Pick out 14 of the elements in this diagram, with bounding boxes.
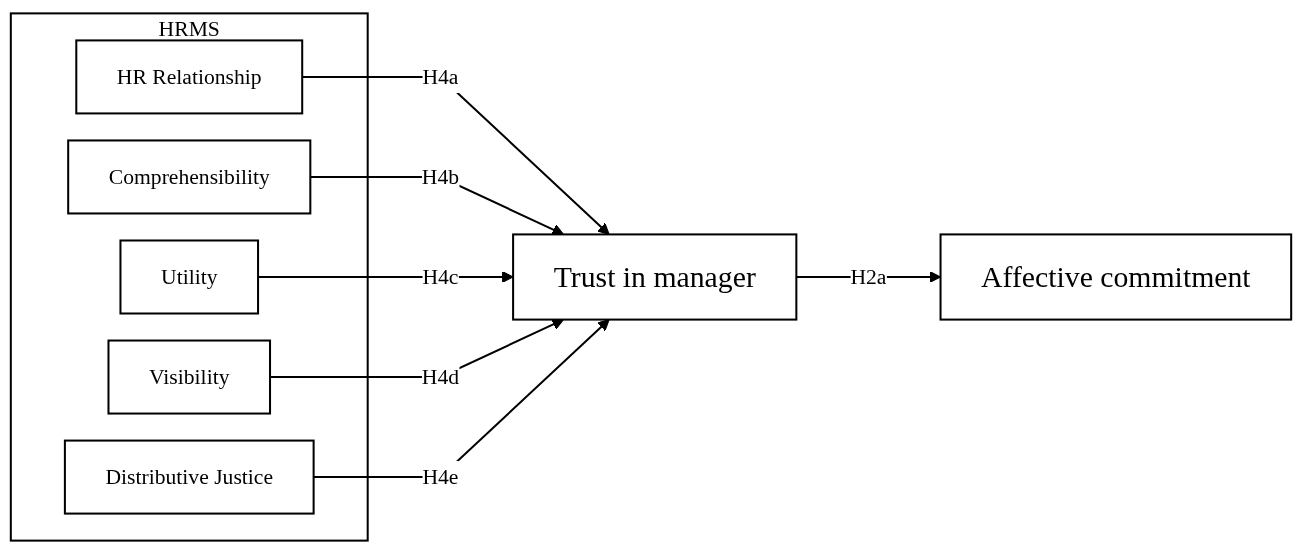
edge-label: H4a (422, 64, 459, 88)
edge-label: H4b (421, 164, 460, 188)
arrow (313, 319, 610, 479)
node-box: HR Relationship (75, 39, 304, 115)
edge-label: H4e (422, 464, 459, 488)
edge-label: H4d (421, 364, 460, 388)
node-box: Affective commitment (939, 233, 1293, 321)
edge-label: H2a (850, 264, 887, 288)
node-box: Trust in manager (512, 233, 798, 321)
node-box: Distributive Justice (63, 439, 315, 515)
edge-label: H4c (422, 264, 459, 288)
node-box: Visibility (107, 339, 272, 415)
node-box: Comprehensibility (67, 139, 312, 215)
node-box: Utility (119, 239, 260, 315)
